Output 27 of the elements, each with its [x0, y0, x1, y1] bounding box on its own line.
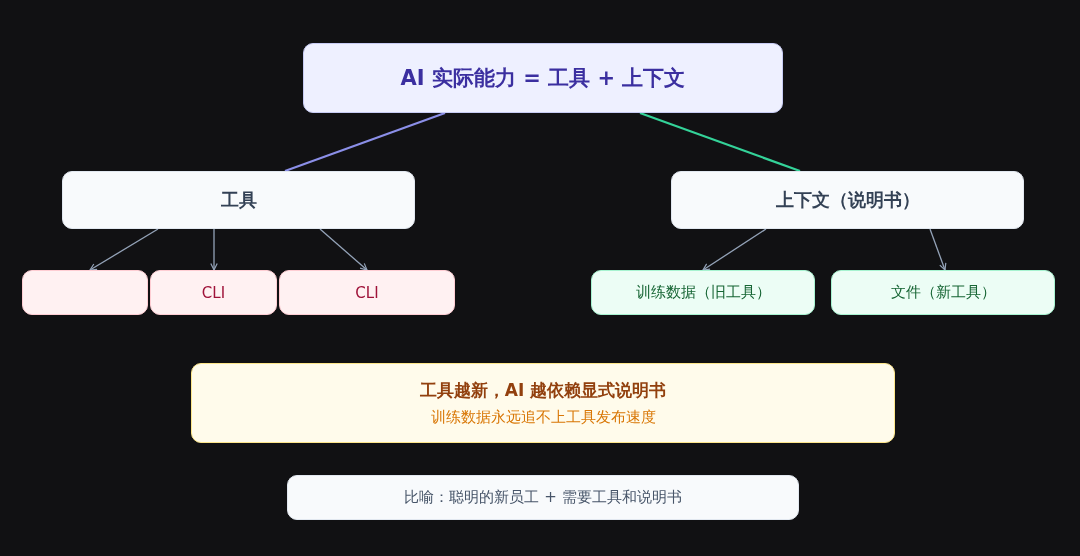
tool-box	[150, 270, 277, 315]
arrow	[702, 228, 767, 271]
node-label: 文件（新工具）	[890, 283, 996, 302]
insight-box	[191, 363, 895, 443]
arrow	[929, 228, 947, 271]
note-box	[287, 475, 799, 520]
category-box	[62, 171, 415, 229]
node-label: 比喻：聪明的新员工 + 需要工具和说明书	[404, 488, 682, 507]
empty-box	[22, 270, 148, 315]
node-label: CLI	[355, 283, 379, 302]
title-box	[303, 43, 783, 113]
connector-line	[284, 111, 446, 173]
arrow	[319, 228, 368, 271]
context-box	[591, 270, 815, 315]
arrow	[210, 228, 218, 271]
node-label: 工具越新，AI 越依赖显式说明书	[419, 379, 667, 402]
tool-box	[279, 270, 455, 315]
node-label: 上下文（说明书）	[775, 188, 920, 212]
node-label: CLI	[201, 283, 226, 302]
node-label: 工具	[220, 188, 257, 212]
connector-line	[639, 111, 801, 173]
node-subtitle: 训练数据永远追不上工具发布速度	[430, 408, 656, 427]
context-box	[831, 270, 1055, 315]
node-label: 训练数据（旧工具）	[635, 283, 771, 302]
category-box	[671, 171, 1024, 229]
arrow	[89, 228, 159, 271]
node-label: AI 实际能力 = 工具 + 上下文	[400, 65, 686, 92]
